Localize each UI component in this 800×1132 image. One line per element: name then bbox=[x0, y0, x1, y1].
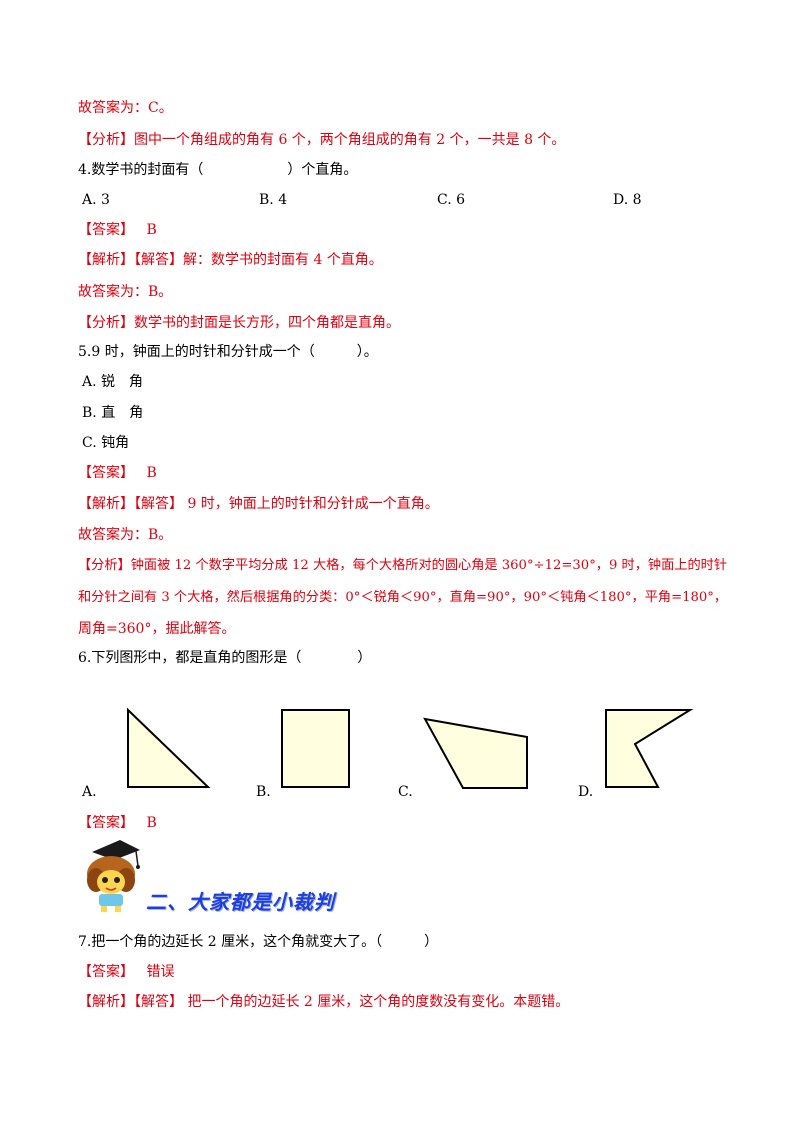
answer-value: B bbox=[146, 815, 157, 831]
answer-tag: 【答案】 bbox=[78, 815, 134, 831]
q5-analysis-line-2: 和分针之间有 3 个大格，然后根据角的分类：0°＜锐角＜90°，直角=90°，9… bbox=[78, 590, 728, 605]
shape-d-concave-pentagon bbox=[605, 709, 694, 788]
q4-option-b: B. 4 bbox=[259, 192, 288, 208]
answer-value: 错误 bbox=[146, 964, 175, 980]
q5-conclusion: 故答案为：B。 bbox=[78, 527, 173, 543]
q5-stem: 5.9 时，钟面上的时针和分针成一个（ ）。 bbox=[78, 344, 378, 360]
q5-option-b: B. 直 角 bbox=[82, 405, 144, 421]
q5-analysis-line-1: 【分析】钟面被 12 个数字平均分成 12 大格，每个大格所对的圆心角是 360… bbox=[78, 558, 728, 573]
q5-option-a: A. 锐 角 bbox=[82, 374, 144, 390]
q7-answer-row: 【答案】 错误 bbox=[78, 962, 174, 982]
q4-option-c: C. 6 bbox=[437, 192, 466, 208]
answer-tag: 【答案】 bbox=[78, 964, 134, 980]
q4-conclusion: 故答案为：B。 bbox=[78, 284, 173, 300]
section-2-title: 二、大家都是小裁判 bbox=[146, 890, 335, 914]
answer-tag: 【答案】 bbox=[78, 222, 134, 238]
q5-explanation: 【解析】【解答】 9 时，钟面上的时针和分针成一个直角。 bbox=[78, 496, 439, 512]
shape-d-label: D. bbox=[578, 784, 594, 800]
answer-tag: 【答案】 bbox=[78, 465, 134, 481]
mascot-doctor-hat-icon bbox=[87, 840, 140, 912]
q6-answer-row: 【答案】 B bbox=[78, 813, 157, 833]
shape-b-label: B. bbox=[256, 784, 271, 800]
shape-c-trapezoid bbox=[423, 717, 528, 789]
shape-a-label: A. bbox=[82, 784, 97, 800]
shape-c-label: C. bbox=[398, 784, 413, 800]
q4-analysis: 【分析】数学书的封面是长方形，四个角都是直角。 bbox=[78, 315, 400, 331]
q3-analysis: 【分析】图中一个角组成的角有 6 个，两个角组成的角有 2 个，一共是 8 个。 bbox=[78, 132, 566, 148]
q5-analysis-line-3: 周角=360°，据此解答。 bbox=[78, 621, 236, 637]
q3-conclusion: 故答案为：C。 bbox=[78, 100, 173, 116]
answer-value: B bbox=[146, 222, 157, 238]
q7-stem: 7.把一个角的边延长 2 厘米，这个角就变大了。（ ） bbox=[78, 934, 439, 950]
q5-option-c: C. 钝角 bbox=[82, 435, 130, 451]
answer-value: B bbox=[146, 465, 157, 481]
q7-explanation: 【解析】【解答】 把一个角的边延长 2 厘米，这个角的度数没有变化。本题错。 bbox=[78, 994, 570, 1010]
q4-stem: 4.数学书的封面有（ ）个直角。 bbox=[78, 162, 358, 178]
q5-answer-row: 【答案】 B bbox=[78, 463, 157, 483]
shape-a-right-triangle bbox=[127, 707, 211, 788]
q4-explanation: 【解析】【解答】解：数学书的封面有 4 个直角。 bbox=[78, 252, 383, 268]
q4-answer-row: 【答案】 B bbox=[78, 220, 157, 240]
q4-option-a: A. 3 bbox=[82, 192, 110, 208]
q4-option-d: D. 8 bbox=[613, 192, 642, 208]
shape-b-rectangle bbox=[281, 709, 350, 788]
q6-stem: 6.下列图形中，都是直角的图形是（ ） bbox=[78, 650, 372, 666]
